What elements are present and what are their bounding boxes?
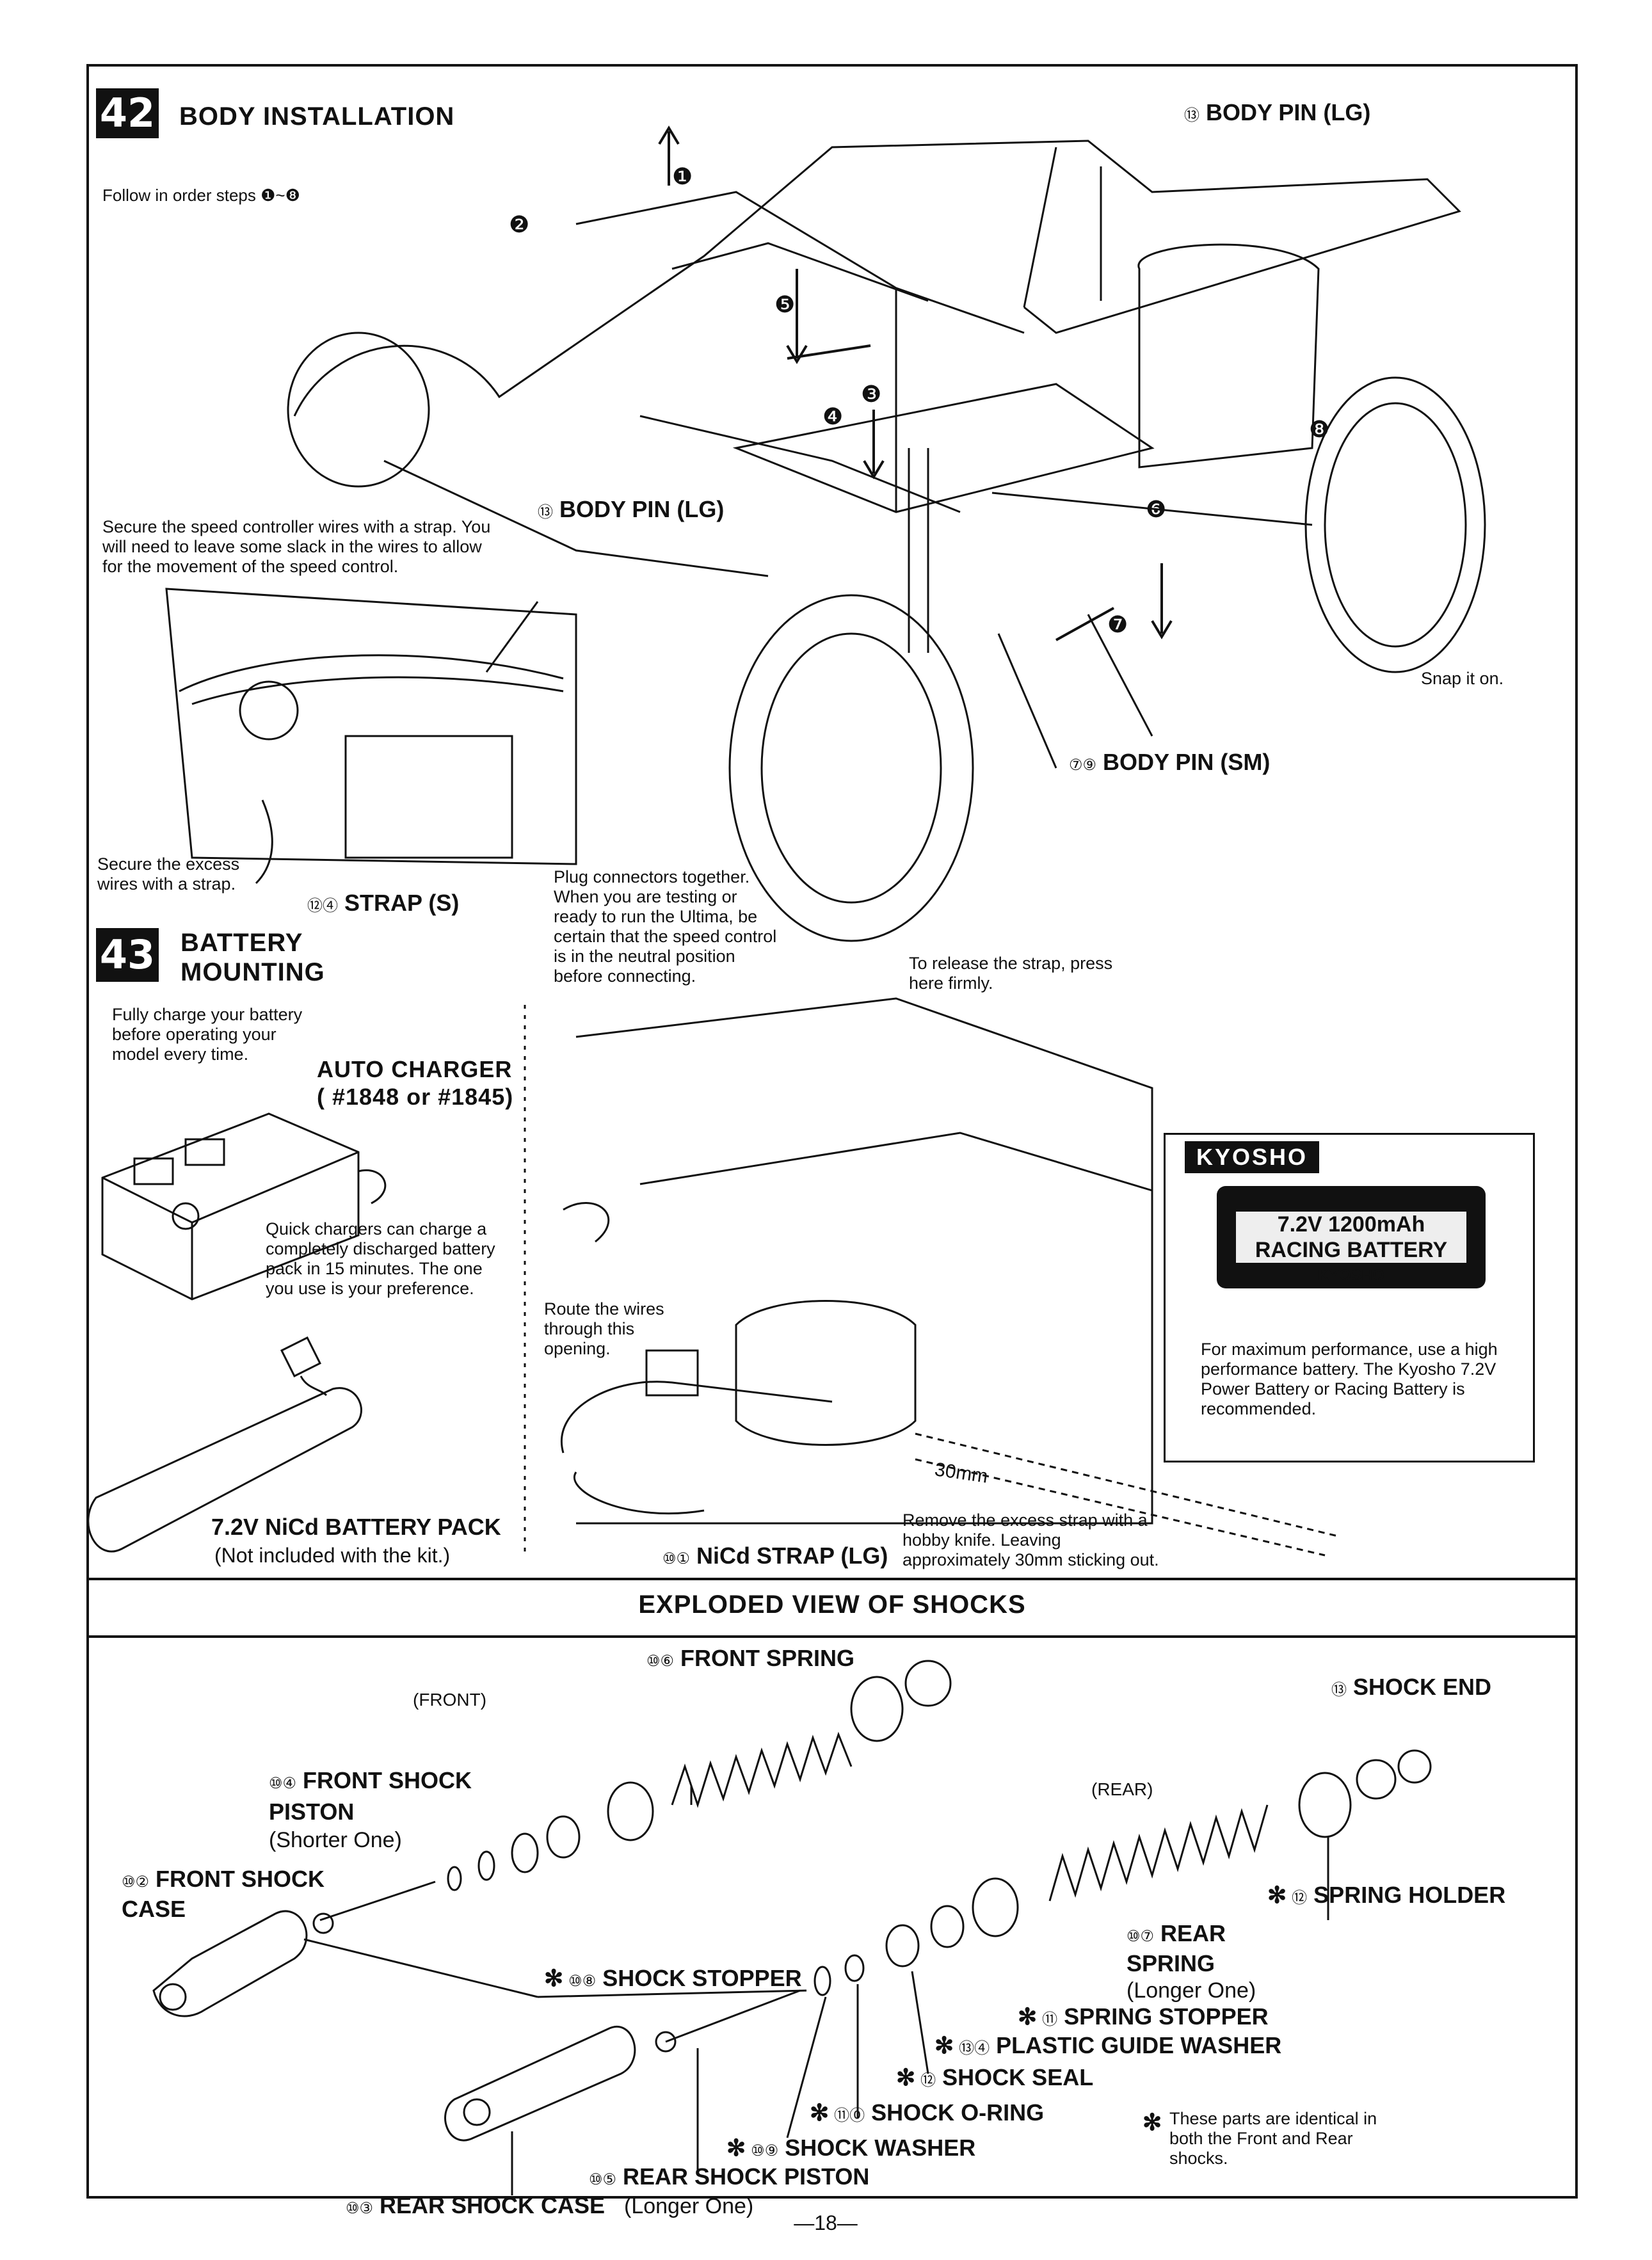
rear-label: (REAR) — [1091, 1779, 1153, 1799]
front-label: (FRONT) — [413, 1690, 487, 1710]
kyosho-logo: KYOSHO — [1185, 1141, 1320, 1173]
battery-illustration — [87, 1336, 362, 1553]
step-marker-1: ❶ — [672, 163, 693, 189]
charge-note: Fully charge your battery before operati… — [112, 1005, 303, 1064]
step-title-43: BATTERY MOUNTING — [180, 929, 325, 986]
step-marker-3: ❸ — [861, 381, 882, 407]
shock-parts-illustration — [152, 1660, 1432, 2195]
racing-battery-panel: KYOSHO 7.2V 1200mAh RACING BATTERY KYOSH… — [1164, 1133, 1535, 1463]
battery-label: 7.2V NiCd BATTERY PACK — [211, 1514, 501, 1540]
charger-title: AUTO CHARGER — [317, 1056, 513, 1082]
speed-controller-note: Secure the speed controller wires with a… — [102, 517, 491, 576]
step-marker-7: ❼ — [1107, 611, 1128, 637]
charger-models: ( #1848 or #1845) — [317, 1084, 514, 1110]
step-number-43: 43 — [96, 928, 159, 982]
performance-note: For maximum performance, use a high perf… — [1201, 1340, 1498, 1418]
battery-print: 7.2V 1200mAh RACING BATTERY KYOSHO — [1236, 1212, 1466, 1284]
release-note: To release the strap, press here firmly. — [909, 954, 1113, 993]
section-divider-bottom — [86, 1635, 1578, 1638]
page-frame — [86, 64, 1578, 2199]
remove-note: Remove the excess strap with a hobby kni… — [902, 1511, 1159, 1569]
exploded-view-title: EXPLODED VIEW OF SHOCKS — [638, 1591, 1026, 1619]
route-note: Route the wires through this opening. — [544, 1299, 664, 1358]
identical-note: ✻ These parts are identical in both the … — [1143, 2109, 1377, 2168]
snap-note: Snap it on. — [1421, 669, 1504, 688]
step-marker-5: ❺ — [774, 291, 796, 317]
step-marker-2: ❷ — [509, 211, 530, 237]
step-number-42: 42 — [96, 88, 159, 138]
plug-note: Plug connectors together. When you are t… — [554, 867, 777, 986]
battery-install-illustration — [561, 997, 1338, 1557]
step-title-42: BODY INSTALLATION — [179, 102, 455, 131]
battery-sub: (Not included with the kit.) — [214, 1544, 451, 1567]
charger-illustration — [101, 1112, 387, 1301]
buggy-illustration — [287, 140, 1486, 942]
section-divider-top — [86, 1578, 1578, 1580]
speed-controller-illustration — [165, 588, 577, 885]
step-instruction: Follow in order steps ❶~❽ — [102, 186, 300, 205]
step-marker-8: ❽ — [1309, 416, 1330, 442]
page-number: —18— — [794, 2211, 858, 2234]
racing-battery-image: 7.2V 1200mAh RACING BATTERY KYOSHO — [1217, 1186, 1486, 1288]
step-marker-6: ❻ — [1146, 496, 1167, 522]
charger-note: Quick chargers can charge a completely d… — [266, 1219, 495, 1298]
part-rear-shock-piston-sub: (Longer One) — [624, 2194, 754, 2218]
excess-wires-note: Secure the excess wires with a strap. — [97, 854, 240, 894]
step-arrows — [658, 125, 1173, 641]
step-marker-4: ❹ — [822, 403, 844, 429]
